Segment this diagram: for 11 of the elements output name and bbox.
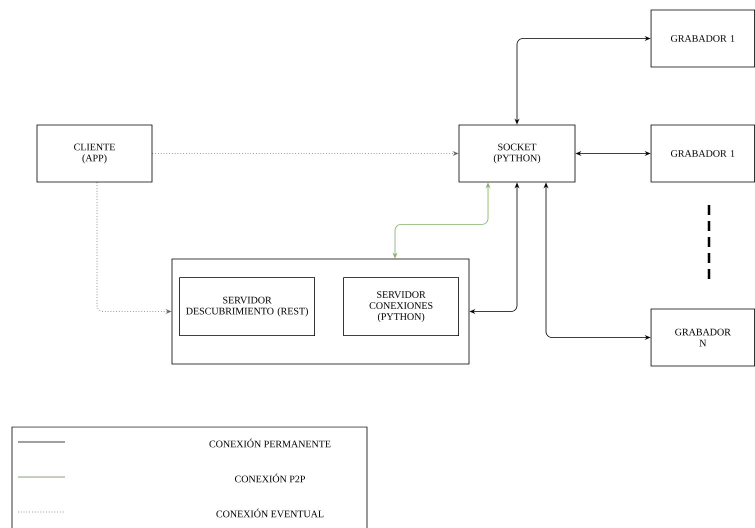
legend-label: CONEXIÓN EVENTUAL (216, 508, 324, 518)
legend-label: CONEXIÓN PERMANENTE (209, 438, 330, 448)
server-box: SERVIDOR DESCUBRIMIENTO (REST) (179, 277, 315, 336)
container-box (172, 258, 470, 364)
process-box: GRABADOR 1 (650, 10, 755, 68)
process-box: GRABADOR 1 (650, 124, 755, 182)
process-box: GRABADOR N (650, 308, 755, 366)
process-box: SOCKET (PYTHON) (458, 124, 576, 182)
server-box: SERVIDOR CONEXIONES (PYTHON) (343, 277, 459, 336)
process-box: CLIENTE (APP) (36, 124, 152, 182)
legend-label: CONEXIÓN P2P (235, 474, 306, 482)
